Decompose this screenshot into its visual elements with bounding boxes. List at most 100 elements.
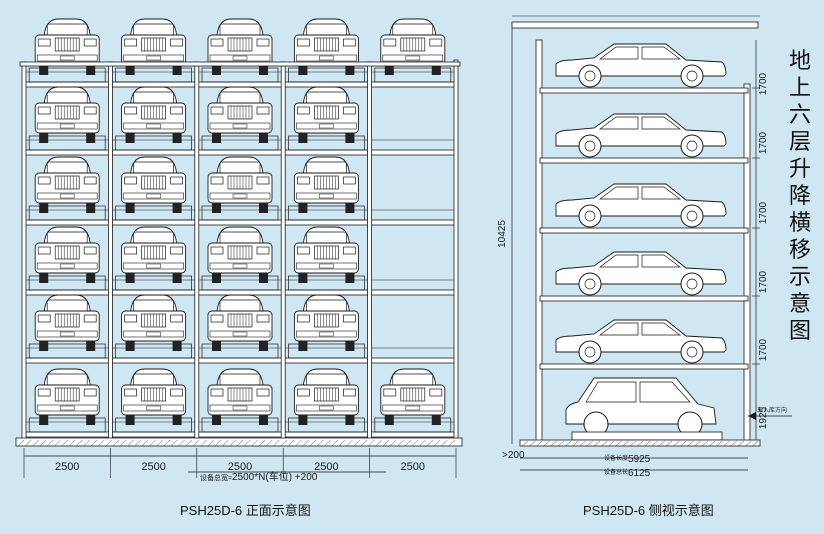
car-headlight xyxy=(124,388,137,397)
car-roof xyxy=(130,368,178,386)
title-char: 意 xyxy=(788,292,811,317)
side-pallet xyxy=(539,363,749,370)
car-headlight xyxy=(256,314,270,323)
front-view-caption: PSH25D-6 正面示意图 xyxy=(180,503,311,518)
car-headlight xyxy=(343,176,356,185)
side-ground-hatch xyxy=(529,440,536,447)
ground-hatch xyxy=(17,439,25,447)
car-pallet xyxy=(28,67,106,83)
car-bumper xyxy=(36,54,98,62)
total-height-label: 10425 xyxy=(497,220,508,248)
car-grille xyxy=(314,387,339,402)
bay-width-label: 2500 xyxy=(55,461,79,473)
offset-label: >200 xyxy=(502,450,525,461)
car-roof xyxy=(43,18,91,36)
car-bumper xyxy=(209,262,271,270)
car-roof xyxy=(389,368,437,386)
car-grille xyxy=(54,245,80,260)
car-headlight xyxy=(210,106,224,115)
car-headlight xyxy=(170,106,183,115)
total-width-prefix: 设备总宽= xyxy=(200,473,232,482)
car-bumper xyxy=(209,404,271,412)
car-plate xyxy=(232,193,248,199)
car-wheel xyxy=(125,203,135,213)
bay-width-label: 2500 xyxy=(314,461,338,473)
car-headlight xyxy=(170,388,183,397)
side-car-window xyxy=(641,186,682,200)
ground-hatch xyxy=(68,439,76,447)
car-grille xyxy=(314,175,339,190)
side-pallet xyxy=(539,295,749,302)
side-ground-hatch xyxy=(601,440,608,447)
car-wheel xyxy=(125,415,135,425)
car-grille xyxy=(141,387,166,402)
car-headlight xyxy=(256,388,270,397)
car-plate xyxy=(59,123,75,129)
car-pallet xyxy=(28,275,106,291)
level-beam xyxy=(23,149,457,156)
car-wheel xyxy=(345,203,355,213)
ground-hatch xyxy=(368,439,375,447)
side-ground-hatch xyxy=(651,440,658,447)
car-headlight xyxy=(124,246,137,255)
ground-hatch xyxy=(244,439,251,447)
car-grille xyxy=(141,37,166,52)
side-car-window xyxy=(598,322,639,336)
car-roof xyxy=(43,294,91,312)
car-headlight xyxy=(83,176,97,185)
side-car-window xyxy=(641,116,682,130)
car-pallet xyxy=(115,67,192,83)
level-beam xyxy=(23,431,457,438)
car-wheel xyxy=(212,133,221,143)
car-bumper xyxy=(382,54,444,62)
side-car-window xyxy=(598,186,639,200)
ground-hatch xyxy=(83,439,90,447)
level-height-label: 1700 xyxy=(758,338,769,361)
car-bumper xyxy=(296,122,357,130)
frame-column xyxy=(280,61,286,441)
ground-hatch xyxy=(127,439,134,447)
ground-hatch xyxy=(76,439,83,447)
car-plate xyxy=(232,331,248,337)
car-roof xyxy=(302,294,350,312)
car-bumper xyxy=(296,404,357,412)
car-pallet xyxy=(115,205,192,221)
car-pallet xyxy=(28,135,106,151)
title-char: 图 xyxy=(788,319,811,344)
side-car-body xyxy=(555,43,727,77)
car-wheel xyxy=(298,341,308,351)
car-wheel xyxy=(172,133,182,143)
side-ground-hatch xyxy=(572,440,579,447)
side-car-window xyxy=(598,116,639,130)
car-wheel xyxy=(298,273,308,283)
level-beam xyxy=(23,219,457,226)
side-ground-hatch xyxy=(593,440,601,447)
level-beam xyxy=(23,289,457,296)
side-rear-column xyxy=(743,83,751,445)
car-wheel xyxy=(172,341,182,351)
car-headlight xyxy=(343,314,356,323)
side-front-column xyxy=(535,39,543,445)
car-roof xyxy=(216,294,264,312)
ground-hatch xyxy=(47,439,54,447)
car-pallet xyxy=(288,417,365,433)
car-wheel xyxy=(384,415,394,425)
car-headlight xyxy=(210,388,224,397)
car-wheel xyxy=(345,415,355,425)
side-car-hub xyxy=(686,140,698,152)
level-height-label: 1700 xyxy=(758,72,769,95)
side-car-hub xyxy=(584,140,596,152)
car-roof xyxy=(302,226,350,244)
side-ground-hatch xyxy=(543,440,550,447)
car-wheel xyxy=(212,65,221,75)
car-headlight xyxy=(83,246,97,255)
ground-hatch xyxy=(448,439,455,447)
side-ground-hatch xyxy=(687,440,694,447)
ground-hatch xyxy=(280,439,287,447)
car-wheel xyxy=(298,415,308,425)
length-outer-prefix: 设备总长 xyxy=(604,468,628,476)
side-ground-hatch xyxy=(737,440,745,447)
ground-hatch xyxy=(287,439,295,447)
